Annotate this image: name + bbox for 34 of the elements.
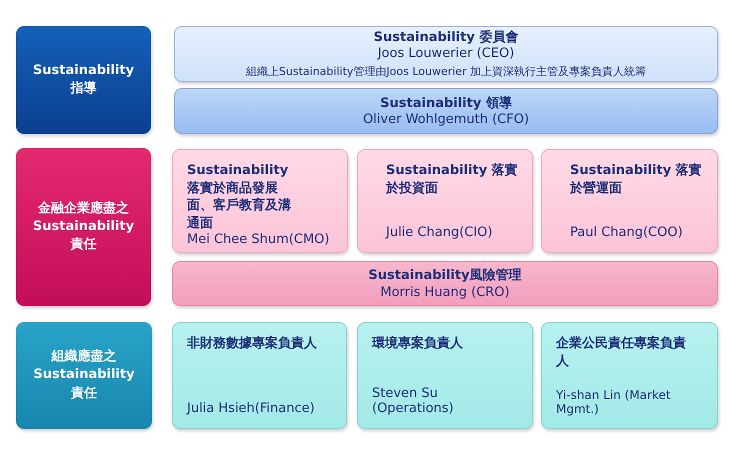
person-name: Paul Chang(COO) <box>570 225 684 240</box>
note-text: 組織上Sustainability管理由Joos Louwerier 加上資深執行主管及專案負責人統籌 <box>246 64 646 80</box>
person-name: Mei Chee Shum(CMO) <box>187 232 330 248</box>
role-title: Sustainability風險管理 <box>368 267 522 285</box>
role-title: 環境專案負責人 <box>372 335 464 353</box>
person-name: Steven Su (Operations) <box>372 386 455 416</box>
role-card <box>172 322 347 429</box>
row-heading-box <box>16 148 151 306</box>
role-title: 非財務數據專案負責人 <box>187 335 318 353</box>
person-name: Oliver Wohlgemuth (CFO) <box>362 112 530 128</box>
role-card <box>541 322 718 429</box>
person-name: Yi-shan Lin (Market Mgmt.) <box>556 388 672 416</box>
role-card <box>357 322 533 429</box>
row-heading: 金融企業應盡之 Sustainability 責任 <box>32 200 136 254</box>
role-box <box>174 88 718 134</box>
row-heading: 組織應盡之 Sustainability 責任 <box>32 348 136 403</box>
person-name: Julie Chang(CIO) <box>386 225 494 240</box>
row-heading-box <box>16 322 152 429</box>
row-heading: Sustainability 指導 <box>32 62 136 98</box>
role-title: 企業公民責任專案負責人 <box>556 335 686 370</box>
role-title: Sustainability 落實於投資面 <box>386 162 518 198</box>
person-name: Julia Hsieh(Finance) <box>187 401 316 416</box>
role-box <box>172 261 718 306</box>
role-card <box>172 149 348 253</box>
role-title: Sustainability 委員會 <box>374 28 518 46</box>
role-box <box>174 26 718 82</box>
role-title: Sustainability 落實於商品發展面、客戶教育及溝通面 <box>187 162 292 232</box>
role-title: Sustainability 領導 <box>380 94 512 112</box>
role-card <box>541 149 718 253</box>
person-name: Morris Huang (CRO) <box>380 284 510 300</box>
role-card <box>357 149 533 253</box>
person-name: Joos Louwerier (CEO) <box>378 46 514 62</box>
role-title: Sustainability 落實於營運面 <box>570 162 703 198</box>
row-heading-box <box>16 26 151 134</box>
